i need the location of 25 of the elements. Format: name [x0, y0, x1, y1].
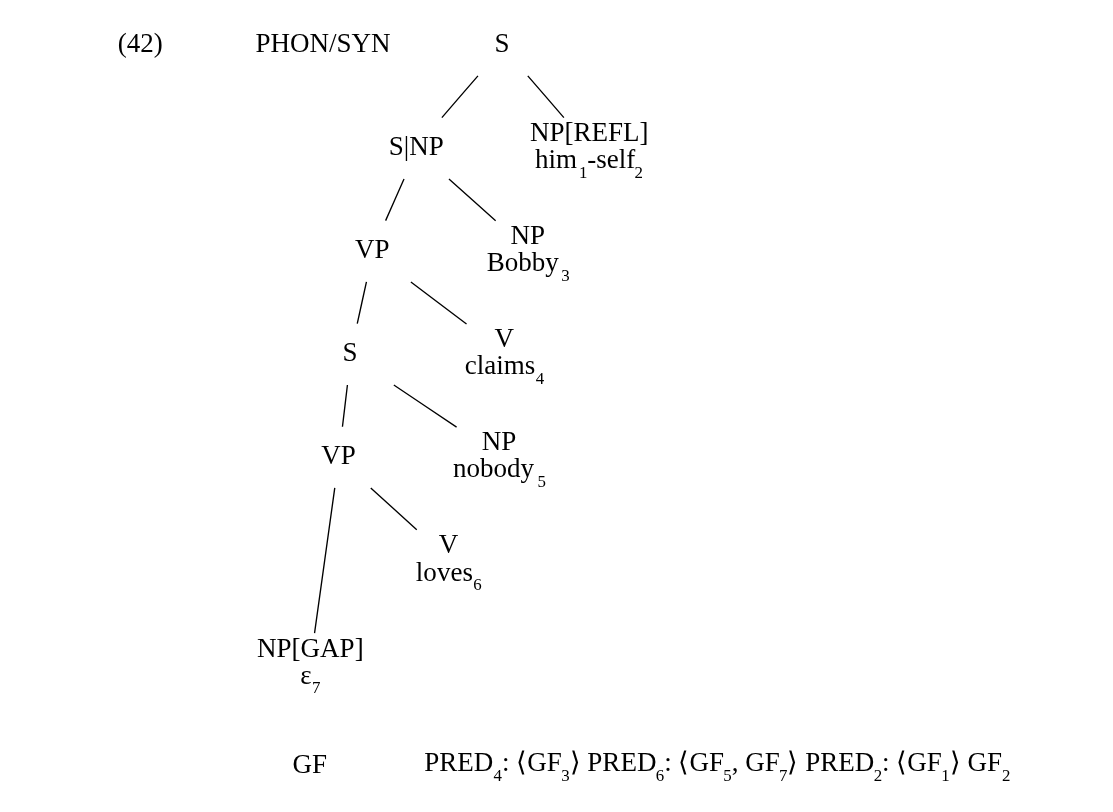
connector [313, 487, 336, 634]
node-text: V loves$_{6}$ [415, 529, 482, 594]
connector [341, 384, 349, 428]
node-text: NP[REFL] him$_{1}$-self$_{2}$ [529, 117, 649, 182]
node-text: S|NP [388, 130, 444, 161]
label: (42) [117, 27, 163, 58]
connector [356, 281, 368, 325]
label: PRED$_{4}$: ⟨GF$_{3}$⟩ PRED$_{6}$: ⟨GF$_{5}$, GF$_{7}$⟩ PRED$_{2}$: ⟨GF$_{1}$⟩ GF$_{2}$ [424, 747, 1011, 785]
node-text: VP [321, 439, 356, 470]
node-text: NP[GAP] ε$_{7}$ [257, 632, 364, 698]
node-text: NP Bobby$_{3}$ [486, 220, 570, 285]
connector [370, 487, 418, 531]
connector [448, 178, 497, 222]
connector [384, 178, 405, 222]
node-text: VP [355, 233, 390, 264]
label: GF [292, 749, 328, 780]
connector [410, 281, 468, 325]
node-text: NP nobody$_{5}$ [453, 426, 546, 491]
node-text: S [494, 27, 510, 58]
connector [441, 75, 479, 119]
node-text: V claims$_{4}$ [464, 323, 545, 388]
connector [393, 384, 458, 428]
label: PHON/SYN [255, 27, 391, 58]
connector [527, 75, 565, 119]
node-text: S [342, 336, 358, 367]
